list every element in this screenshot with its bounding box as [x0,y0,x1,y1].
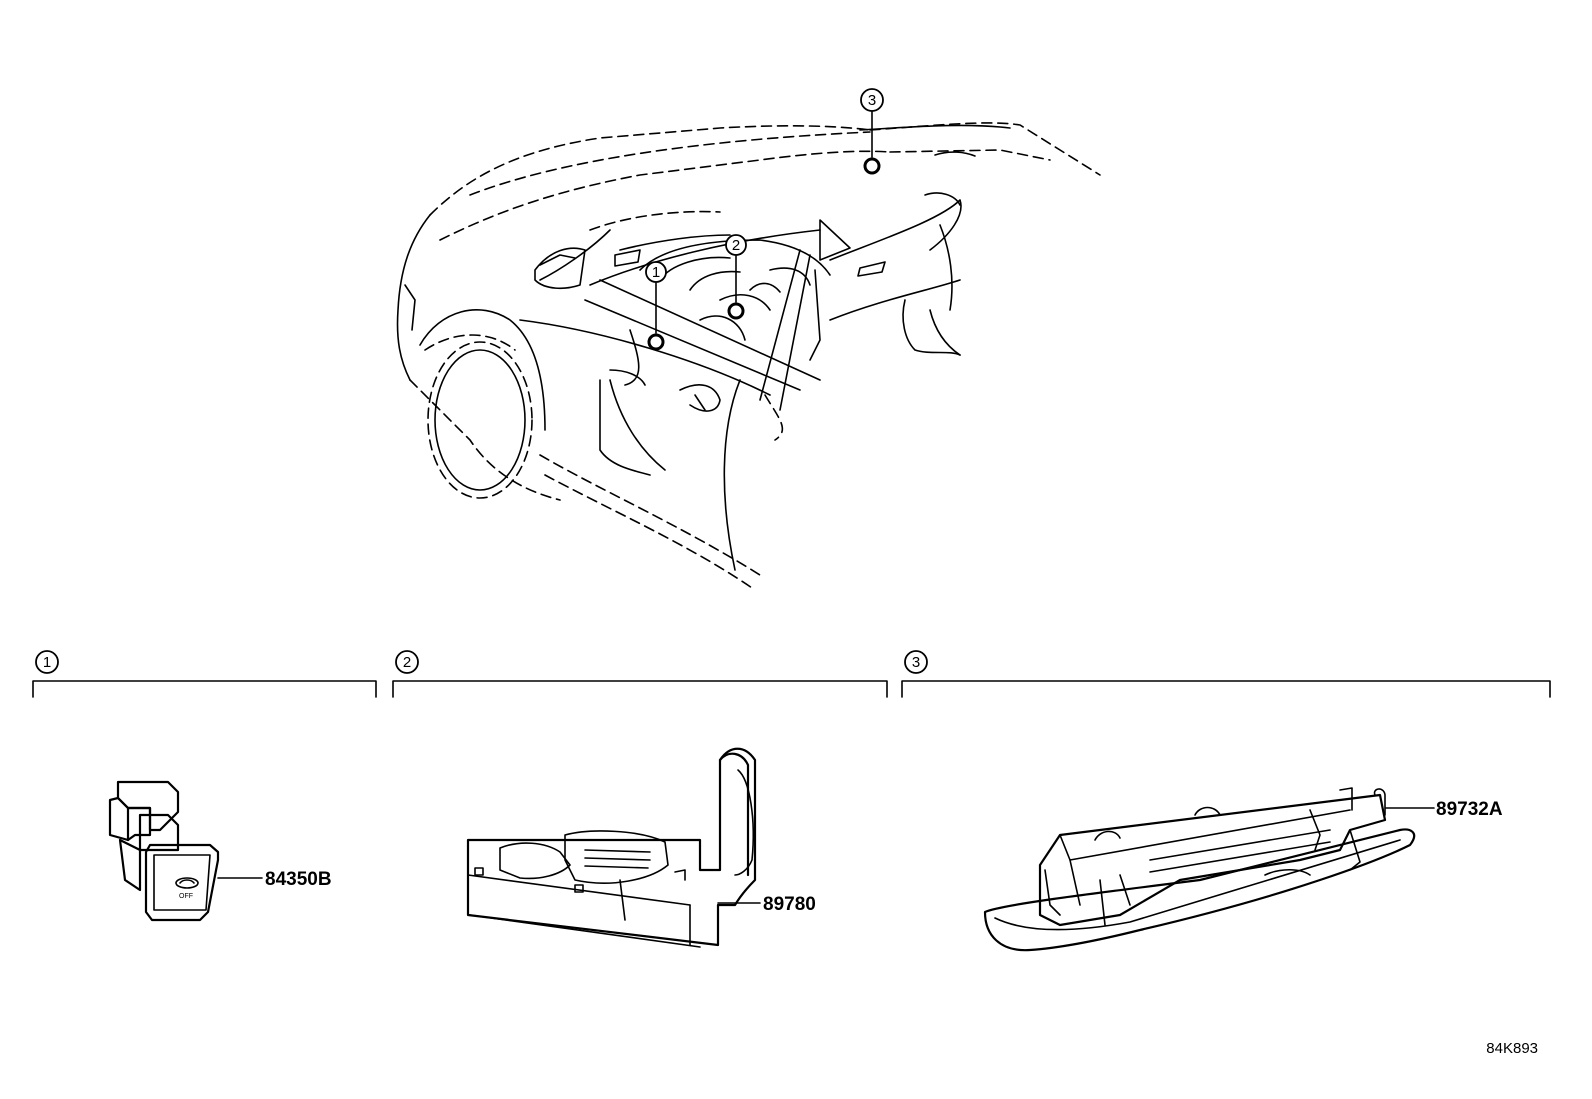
section-2-header: 2 [392,650,888,698]
section-1-marker: 1 [43,654,51,671]
switch-off-label: OFF [179,893,193,900]
section-2-marker: 2 [403,654,411,671]
vehicle-illustration [396,122,1101,591]
section-1-header: 1 [32,650,377,698]
callout-2-label: 2 [732,237,740,254]
part-number-89732a: 89732A [1436,799,1503,820]
callout-3-marker: 3 [860,88,884,175]
part-89780-module: 89780 [466,747,816,948]
part-number-84350b: 84350B [265,869,332,890]
callout-1-marker: 1 [645,261,667,351]
callout-2-marker: 2 [725,234,747,320]
part-84350b-switch: OFF 84350B [108,780,332,922]
part-89732a-receiver: 89732A [983,787,1503,952]
section-3-header: 3 [901,650,1551,698]
section-3-marker: 3 [912,654,920,671]
figure-reference-code: 84K893 [1486,1040,1538,1057]
callout-1-label: 1 [652,264,660,281]
part-number-89780: 89780 [763,894,816,915]
callout-3-label: 3 [868,92,876,109]
